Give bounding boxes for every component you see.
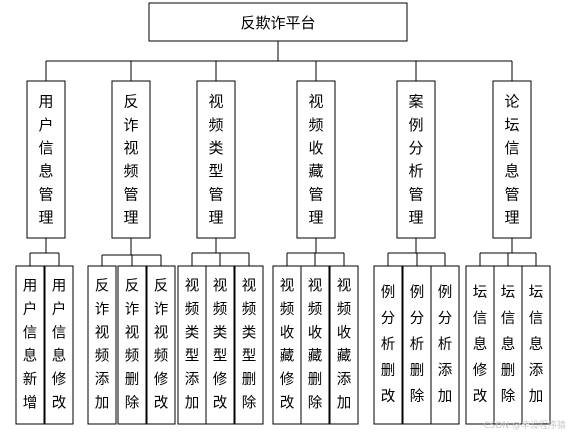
module-box <box>492 80 532 239</box>
watermark: CSDN @毕设程序猿 <box>483 419 566 431</box>
function-box <box>300 265 330 425</box>
function-node: 视频类型删除 <box>234 265 264 425</box>
module-label: 案例分析管理 <box>408 93 423 227</box>
function-label: 视频收藏修改 <box>280 278 295 412</box>
module-label: 用户信息管理 <box>38 93 53 227</box>
connector-lines <box>29 41 537 266</box>
function-node: 视频类型添加 <box>177 265 207 425</box>
module-nodes: 用户信息管理用户信息新增用户信息修改反诈视频管理反诈视频添加反诈视频删除反诈视频… <box>15 80 551 425</box>
function-node: 反诈视频添加 <box>87 265 117 425</box>
function-box <box>373 265 403 425</box>
function-node: 反诈视频修改 <box>146 265 176 425</box>
function-box <box>205 265 235 425</box>
function-label: 视频收藏添加 <box>337 278 352 412</box>
function-box <box>493 265 523 425</box>
function-node: 视频收藏添加 <box>329 265 359 425</box>
module-box <box>111 80 151 239</box>
function-label: 坛信息添加 <box>529 284 544 405</box>
function-label: 坛信息修改 <box>473 284 488 405</box>
function-box <box>44 265 74 425</box>
function-label: 例分析添加 <box>438 284 453 405</box>
function-label: 用户信息修改 <box>52 279 67 412</box>
module-box <box>396 80 436 239</box>
function-box <box>234 265 264 425</box>
function-label: 视频收藏删除 <box>308 278 323 412</box>
function-node: 视频收藏删除 <box>300 265 330 425</box>
function-node: 例分析删改 <box>373 265 403 425</box>
function-node: 反诈视频删除 <box>117 265 147 425</box>
function-label: 反诈视频添加 <box>95 278 110 412</box>
function-node: 用户信息新增 <box>15 265 45 425</box>
function-label: 视频类型删除 <box>242 278 257 412</box>
function-label: 视频类型添加 <box>185 278 200 412</box>
function-label: 视频类型修改 <box>213 278 228 412</box>
function-node: 坛信息删除 <box>493 265 523 425</box>
function-box <box>117 265 147 425</box>
function-node: 坛信息添加 <box>521 265 551 425</box>
function-box <box>177 265 207 425</box>
function-box <box>521 265 551 425</box>
root-label: 反欺诈平台 <box>240 14 315 32</box>
function-label: 反诈视频删除 <box>125 278 140 412</box>
function-box <box>430 265 460 425</box>
function-label: 反诈视频修改 <box>154 278 169 412</box>
function-box <box>465 265 495 425</box>
module-label: 反诈视频管理 <box>123 93 138 227</box>
function-box <box>329 265 359 425</box>
function-label: 用户信息新增 <box>23 279 38 412</box>
module-label: 论坛信息管理 <box>504 93 519 227</box>
module-label: 视频收藏管理 <box>308 93 323 227</box>
function-box <box>402 265 432 425</box>
function-node: 视频类型修改 <box>205 265 235 425</box>
root-node: 反欺诈平台 <box>148 2 408 42</box>
function-node: 视频收藏修改 <box>272 265 302 425</box>
module-box <box>196 80 236 239</box>
function-node: 坛信息修改 <box>465 265 495 425</box>
module-label: 视频类型管理 <box>208 93 223 227</box>
function-label: 例分析删改 <box>381 284 396 405</box>
function-node: 用户信息修改 <box>44 265 74 425</box>
function-box <box>87 265 117 425</box>
function-node: 例分析添加 <box>430 265 460 425</box>
function-label: 例分析删除 <box>410 284 425 405</box>
module-box <box>26 80 66 239</box>
function-label: 坛信息删除 <box>501 284 516 405</box>
module-box <box>296 80 336 239</box>
function-node: 例分析删除 <box>402 265 432 425</box>
function-box <box>146 265 176 425</box>
function-box <box>15 265 45 425</box>
